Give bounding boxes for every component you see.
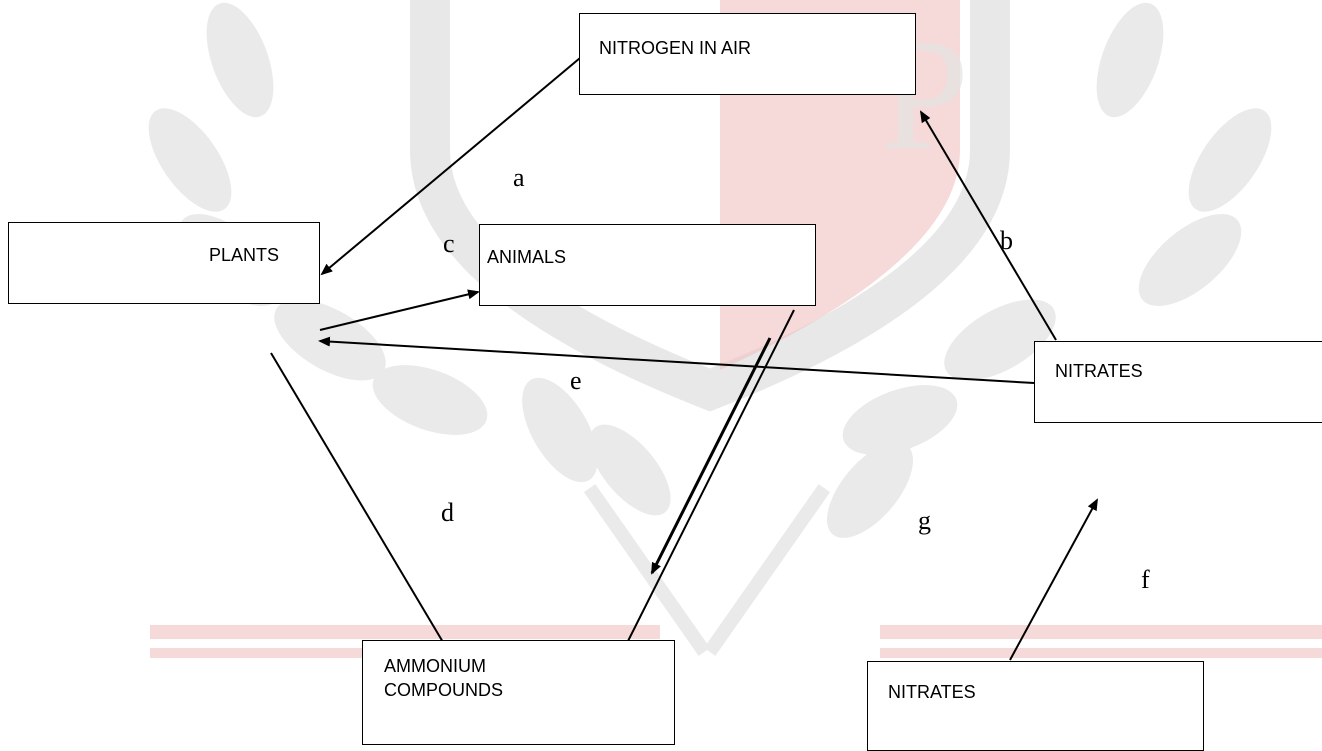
label-b: b <box>1000 226 1013 255</box>
box-ammonium-compounds-label: AMMONIUM COMPOUNDS <box>384 656 504 701</box>
arrow-g <box>650 337 772 575</box>
box-nitrates-bottom: NITRATES <box>867 661 1204 751</box>
box-plants-label: PLANTS <box>209 245 280 265</box>
box-nitrates-right: NITRATES <box>1034 341 1322 423</box>
box-nitrogen-in-air-label: NITROGEN IN AIR <box>599 38 752 58</box>
box-nitrogen-in-air: NITROGEN IN AIR <box>579 13 916 95</box>
box-nitrates-bottom-label: NITRATES <box>888 682 976 702</box>
label-f: f <box>1141 565 1150 594</box>
label-a: a <box>513 163 525 192</box>
box-ammonium-compounds: AMMONIUM COMPOUNDS <box>362 640 675 745</box>
box-animals-label: ANIMALS <box>487 247 567 267</box>
arrow-f <box>1009 498 1098 661</box>
arrow-b <box>919 110 1057 341</box>
label-c: c <box>443 229 455 258</box>
label-e: e <box>570 366 582 395</box>
label-g: g <box>918 506 931 535</box>
arrow-e <box>318 336 1035 384</box>
label-d: d <box>441 498 454 527</box>
box-plants: PLANTS <box>8 222 320 304</box>
box-animals: ANIMALS <box>479 224 816 306</box>
arrow-a <box>320 57 581 276</box>
arrow-d <box>270 352 458 666</box>
box-nitrates-right-label: NITRATES <box>1055 361 1143 381</box>
arrow-c <box>319 289 480 331</box>
arrow-animals-to-ammonium <box>616 309 795 665</box>
